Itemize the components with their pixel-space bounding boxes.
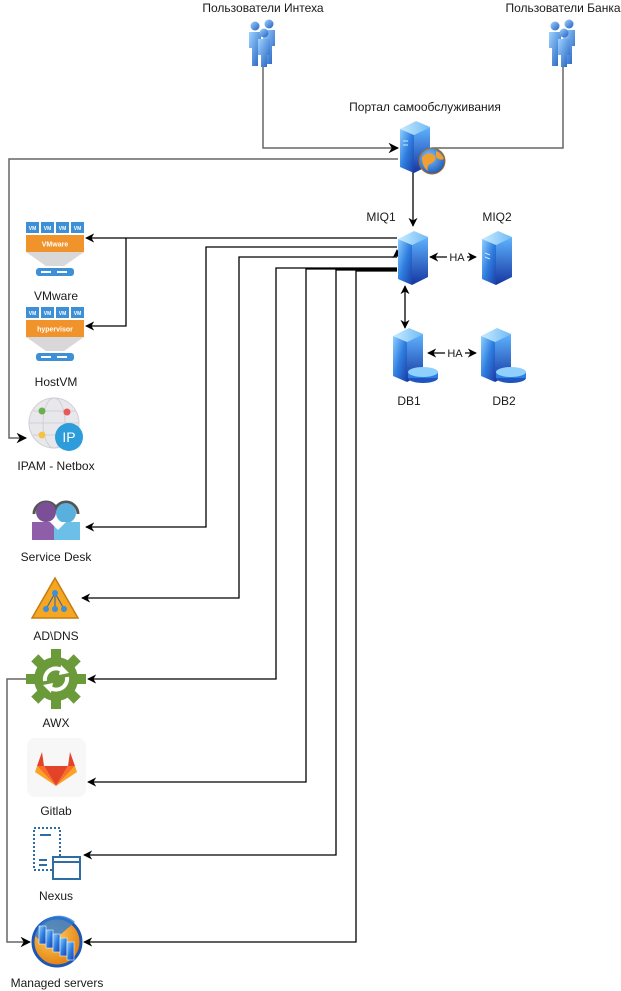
service-desk-icon: [32, 500, 80, 540]
edge-users-intekh-portal: [262, 66, 400, 154]
node-label-ipam: IPAM - Netbox: [17, 459, 95, 473]
node-label-service-desk: Service Desk: [20, 550, 92, 564]
edge-miq1-awx: [87, 267, 397, 684]
active-directory-icon: [30, 576, 80, 619]
edge-miq1-gitlab: [87, 268, 397, 787]
node-label-users-intekh: Пользователи Интеха: [202, 1, 324, 15]
vm-tag: VM: [74, 226, 82, 232]
nexus-icon: [33, 827, 81, 880]
node-label-db2: DB2: [492, 394, 516, 408]
ha-label-miq: HA: [449, 252, 465, 264]
edge-miq1-nexus: [83, 269, 397, 860]
edge-users-bank-portal: [430, 66, 564, 174]
edge-miq1-ad-dns: [81, 256, 397, 603]
users-icon: [249, 19, 275, 67]
edges: [6, 66, 564, 948]
edge-miq1-hostvm: [85, 238, 127, 331]
node-label-vmware: VMware: [33, 289, 79, 303]
node-label-users-bank: Пользователи Банка: [505, 1, 621, 15]
node-label-ad-dns: AD\DNS: [33, 629, 79, 643]
ip-badge: IP: [62, 429, 75, 445]
server-icon: [398, 231, 428, 285]
edge-awx-managed-servers: [6, 678, 32, 948]
vm-tag: VM: [59, 311, 67, 317]
node-label-hostvm: HostVM: [34, 375, 78, 389]
edge-miq1-managed-servers: [83, 270, 397, 947]
edge-portal-ipam: [8, 158, 398, 444]
gitlab-icon: [27, 738, 86, 797]
vmware-hypervisor-icon: VM VM VM VM VMware: [26, 222, 84, 276]
node-label-miq2: MIQ2: [482, 210, 512, 224]
node-label-managed-servers: Managed servers: [10, 976, 104, 990]
database-server-icon: [393, 328, 438, 383]
vm-tag: VM: [44, 226, 52, 232]
hypervisor-icon: VM VM VM VM hypervisor: [26, 307, 84, 361]
edge-miq1-service-desk: [85, 246, 397, 532]
database-server-icon: [481, 328, 526, 383]
node-label-db1: DB1: [397, 394, 421, 408]
node-label-miq1: MIQ1: [366, 210, 396, 224]
node-label-portal: Портал самообслуживания: [349, 100, 501, 114]
users-icon: [549, 19, 575, 67]
vm-tag: VM: [29, 311, 37, 317]
vm-tag: VM: [59, 226, 67, 232]
vm-tag: VM: [74, 311, 82, 317]
server-icon: [482, 231, 512, 285]
vm-tag: VM: [29, 226, 37, 232]
vm-tag: VM: [44, 311, 52, 317]
node-label-awx: AWX: [42, 716, 70, 730]
web-server-icon: [400, 121, 446, 175]
vmware-banner: VMware: [42, 242, 69, 249]
node-label-gitlab: Gitlab: [40, 804, 72, 818]
server-farm-icon: [31, 915, 83, 968]
node-label-nexus: Nexus: [38, 889, 74, 903]
hypervisor-banner: hypervisor: [37, 327, 73, 334]
ha-label-db: HA: [447, 348, 463, 360]
ipam-globe-icon: IP: [28, 397, 83, 451]
awx-gear-icon: [26, 649, 86, 709]
